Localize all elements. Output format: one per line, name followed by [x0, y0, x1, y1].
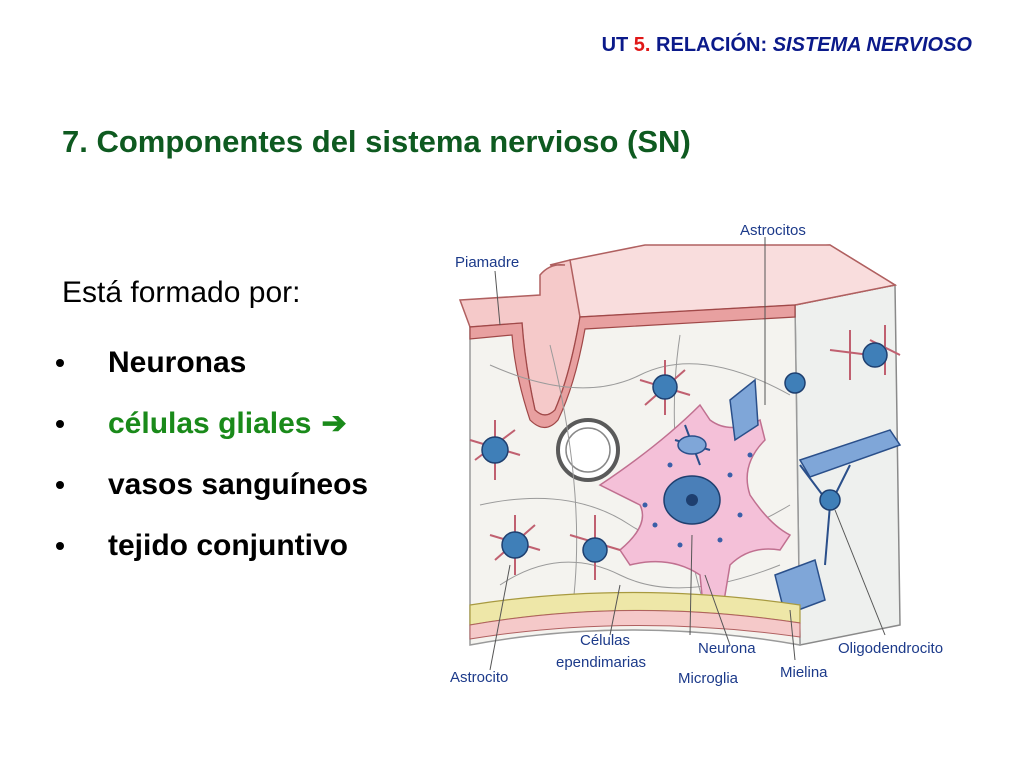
list-item: Neuronas: [56, 332, 368, 393]
list-item: vasos sanguíneos: [56, 454, 368, 515]
header-middle: RELACIÓN:: [650, 34, 773, 56]
label-piamadre: Piamadre: [455, 254, 519, 271]
bullet-dot-icon: [56, 541, 64, 550]
bullet-dot-icon: [56, 358, 64, 367]
label-astrocito: Astrocito: [450, 669, 508, 686]
header-number: 5.: [633, 34, 651, 56]
diagram-svg: Piamadre Astrocitos Astrocito Células ep…: [450, 222, 943, 687]
bullet-dot-icon: [56, 480, 64, 489]
myelin-sheaths: [729, 378, 902, 616]
list-item-text: tejido conjuntivo: [108, 528, 348, 562]
list-item-text: vasos sanguíneos: [108, 467, 369, 501]
header-topic: SISTEMA NERVIOSO: [772, 34, 972, 56]
piamadre-fold: [469, 304, 796, 429]
list-item-text: Neuronas: [108, 345, 247, 379]
ependymal-base: [469, 609, 801, 640]
label-microglia: Microglia: [678, 670, 739, 687]
header-prefix: UT: [601, 34, 634, 56]
label-ependimarias: ependimarias: [556, 654, 646, 671]
label-neurona: Neurona: [698, 640, 756, 657]
label-celulas: Células: [580, 632, 630, 649]
nissl-bodies: [642, 452, 753, 548]
slide-title: 7. Componentes del sistema nervioso (SN): [62, 124, 691, 159]
label-astrocitos: Astrocitos: [740, 222, 806, 239]
leader-lines: [489, 237, 886, 671]
neuron-nucleolus: [686, 494, 698, 506]
microglia-cells: [674, 424, 711, 466]
list-item: células gliales ➔: [56, 393, 368, 454]
label-oligodendrocito: Oligodendrocito: [838, 640, 943, 657]
blood-vessel-lumen: [565, 427, 611, 473]
intro-text: Está formado por:: [62, 276, 301, 309]
nervous-tissue-diagram: Piamadre Astrocitos Astrocito Células ep…: [430, 205, 1000, 705]
bullet-dot-icon: [56, 419, 64, 428]
component-list: Neuronas células gliales ➔ vasos sanguíne…: [56, 332, 368, 576]
slide-header: UT 5. RELACIÓN: SISTEMA NERVIOSO: [602, 34, 972, 57]
list-item: tejido conjuntivo: [56, 515, 368, 576]
list-item-text: células gliales: [108, 406, 312, 440]
arrow-right-icon: ➔: [321, 407, 347, 440]
label-mielina: Mielina: [780, 664, 828, 681]
astrocyte-cells: [469, 325, 901, 580]
